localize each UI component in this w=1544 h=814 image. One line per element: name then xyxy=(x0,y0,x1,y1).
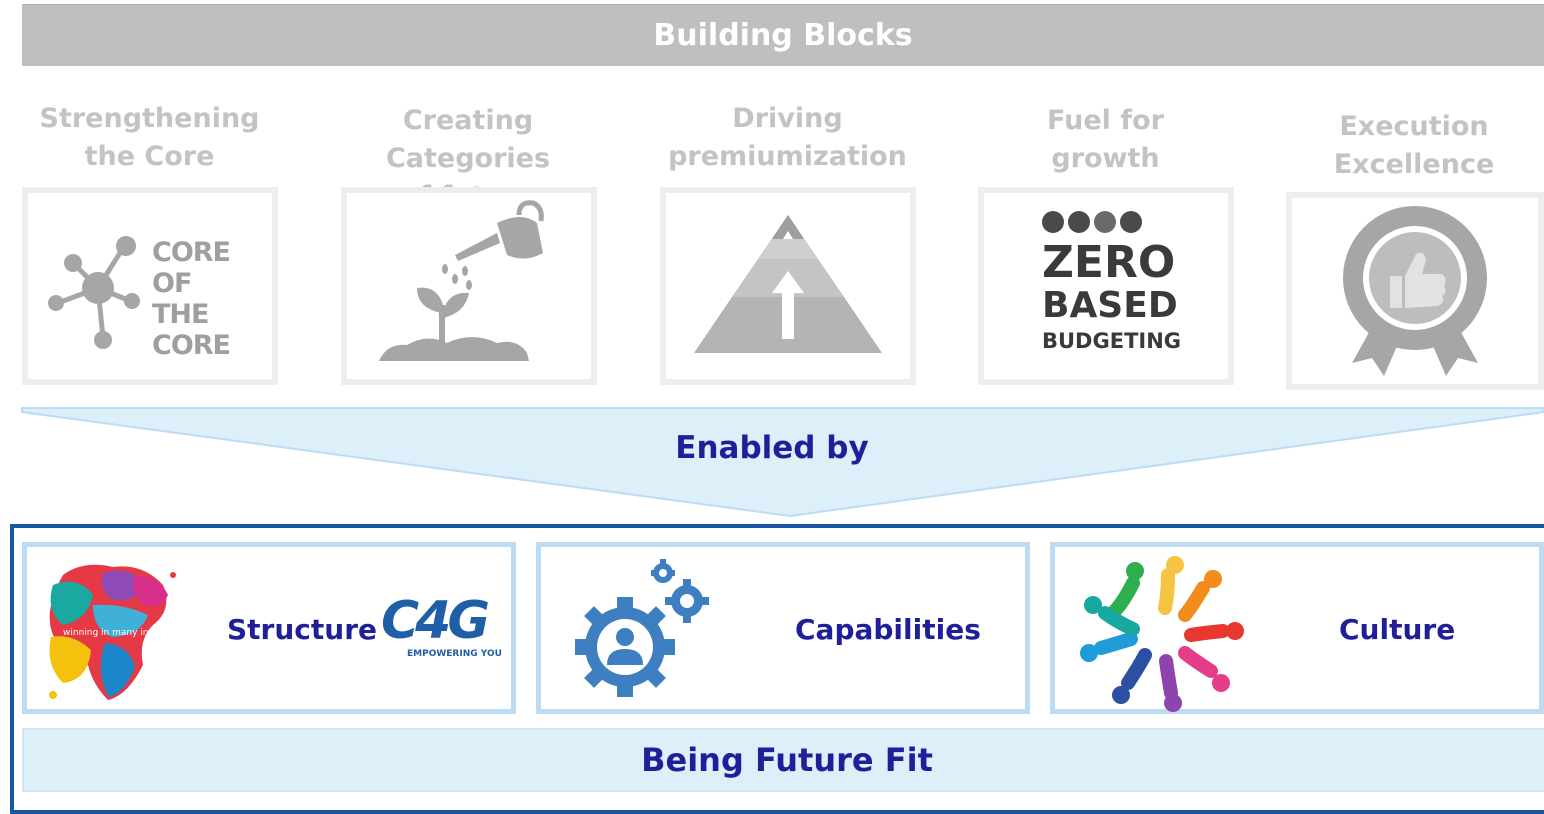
c4g-logo: C4G EMPOWERING YOU xyxy=(381,593,511,673)
map-splash-text: winning in many indias xyxy=(63,628,167,638)
block-title-fuel-for-growth: Fuel for growth xyxy=(1047,105,1164,174)
block-title-strengthening-core: Strengthening the Core xyxy=(39,103,260,172)
block-title-driving-premiumization: Driving premiumization xyxy=(668,103,907,172)
dot-icon xyxy=(1042,211,1064,233)
zbb-budgeting-text: BUDGETING xyxy=(1042,329,1182,353)
watering-can-sprout-icon xyxy=(379,200,544,361)
core-of-the-core-text: CORE OF THE CORE xyxy=(152,237,231,361)
dot-icon xyxy=(1068,211,1090,233)
being-future-fit-bar: Being Future Fit xyxy=(22,728,1544,792)
enabler-label-capabilities: Capabilities xyxy=(795,613,981,646)
people-circle-icon xyxy=(1080,556,1244,712)
zbb-dots-row xyxy=(1042,211,1142,233)
block-card-fuel-for-growth: ZERO BASED BUDGETING xyxy=(978,187,1234,385)
enabler-label-culture: Culture xyxy=(1339,613,1456,646)
c4g-logo-subtext: EMPOWERING YOU xyxy=(407,649,502,659)
map-splash-icon: winning in many indias xyxy=(49,564,176,700)
pyramid-arrow-icon xyxy=(694,215,882,353)
enabler-card-culture: Culture xyxy=(1050,542,1544,714)
gears-person-icon xyxy=(575,559,709,697)
enabler-card-structure: winning in many indias Structure C4G EMP… xyxy=(22,542,516,714)
block-card-driving-premiumization xyxy=(660,187,916,385)
enabled-by-label: Enabled by xyxy=(675,430,869,466)
enabler-label-structure: Structure xyxy=(227,613,378,646)
c4g-logo-text: C4G xyxy=(381,591,490,651)
enabled-by-funnel xyxy=(21,407,1544,518)
zbb-zero-text: ZERO xyxy=(1042,237,1176,288)
network-hub-icon xyxy=(48,236,140,349)
building-blocks-header: Building Blocks xyxy=(22,4,1544,66)
block-card-strengthening-core: CORE OF THE CORE xyxy=(22,187,278,385)
being-future-fit-label: Being Future Fit xyxy=(641,741,933,779)
dot-icon xyxy=(1120,211,1142,233)
dot-icon xyxy=(1094,211,1116,233)
enabler-card-capabilities: Capabilities xyxy=(536,542,1030,714)
block-card-execution-excellence xyxy=(1286,192,1544,390)
zbb-based-text: BASED xyxy=(1042,285,1178,326)
block-title-execution-excellence: Execution Excellence xyxy=(1333,111,1495,180)
thumbs-up-badge-icon xyxy=(1343,206,1487,376)
block-card-creating-categories xyxy=(341,187,597,385)
header-title: Building Blocks xyxy=(653,18,913,53)
